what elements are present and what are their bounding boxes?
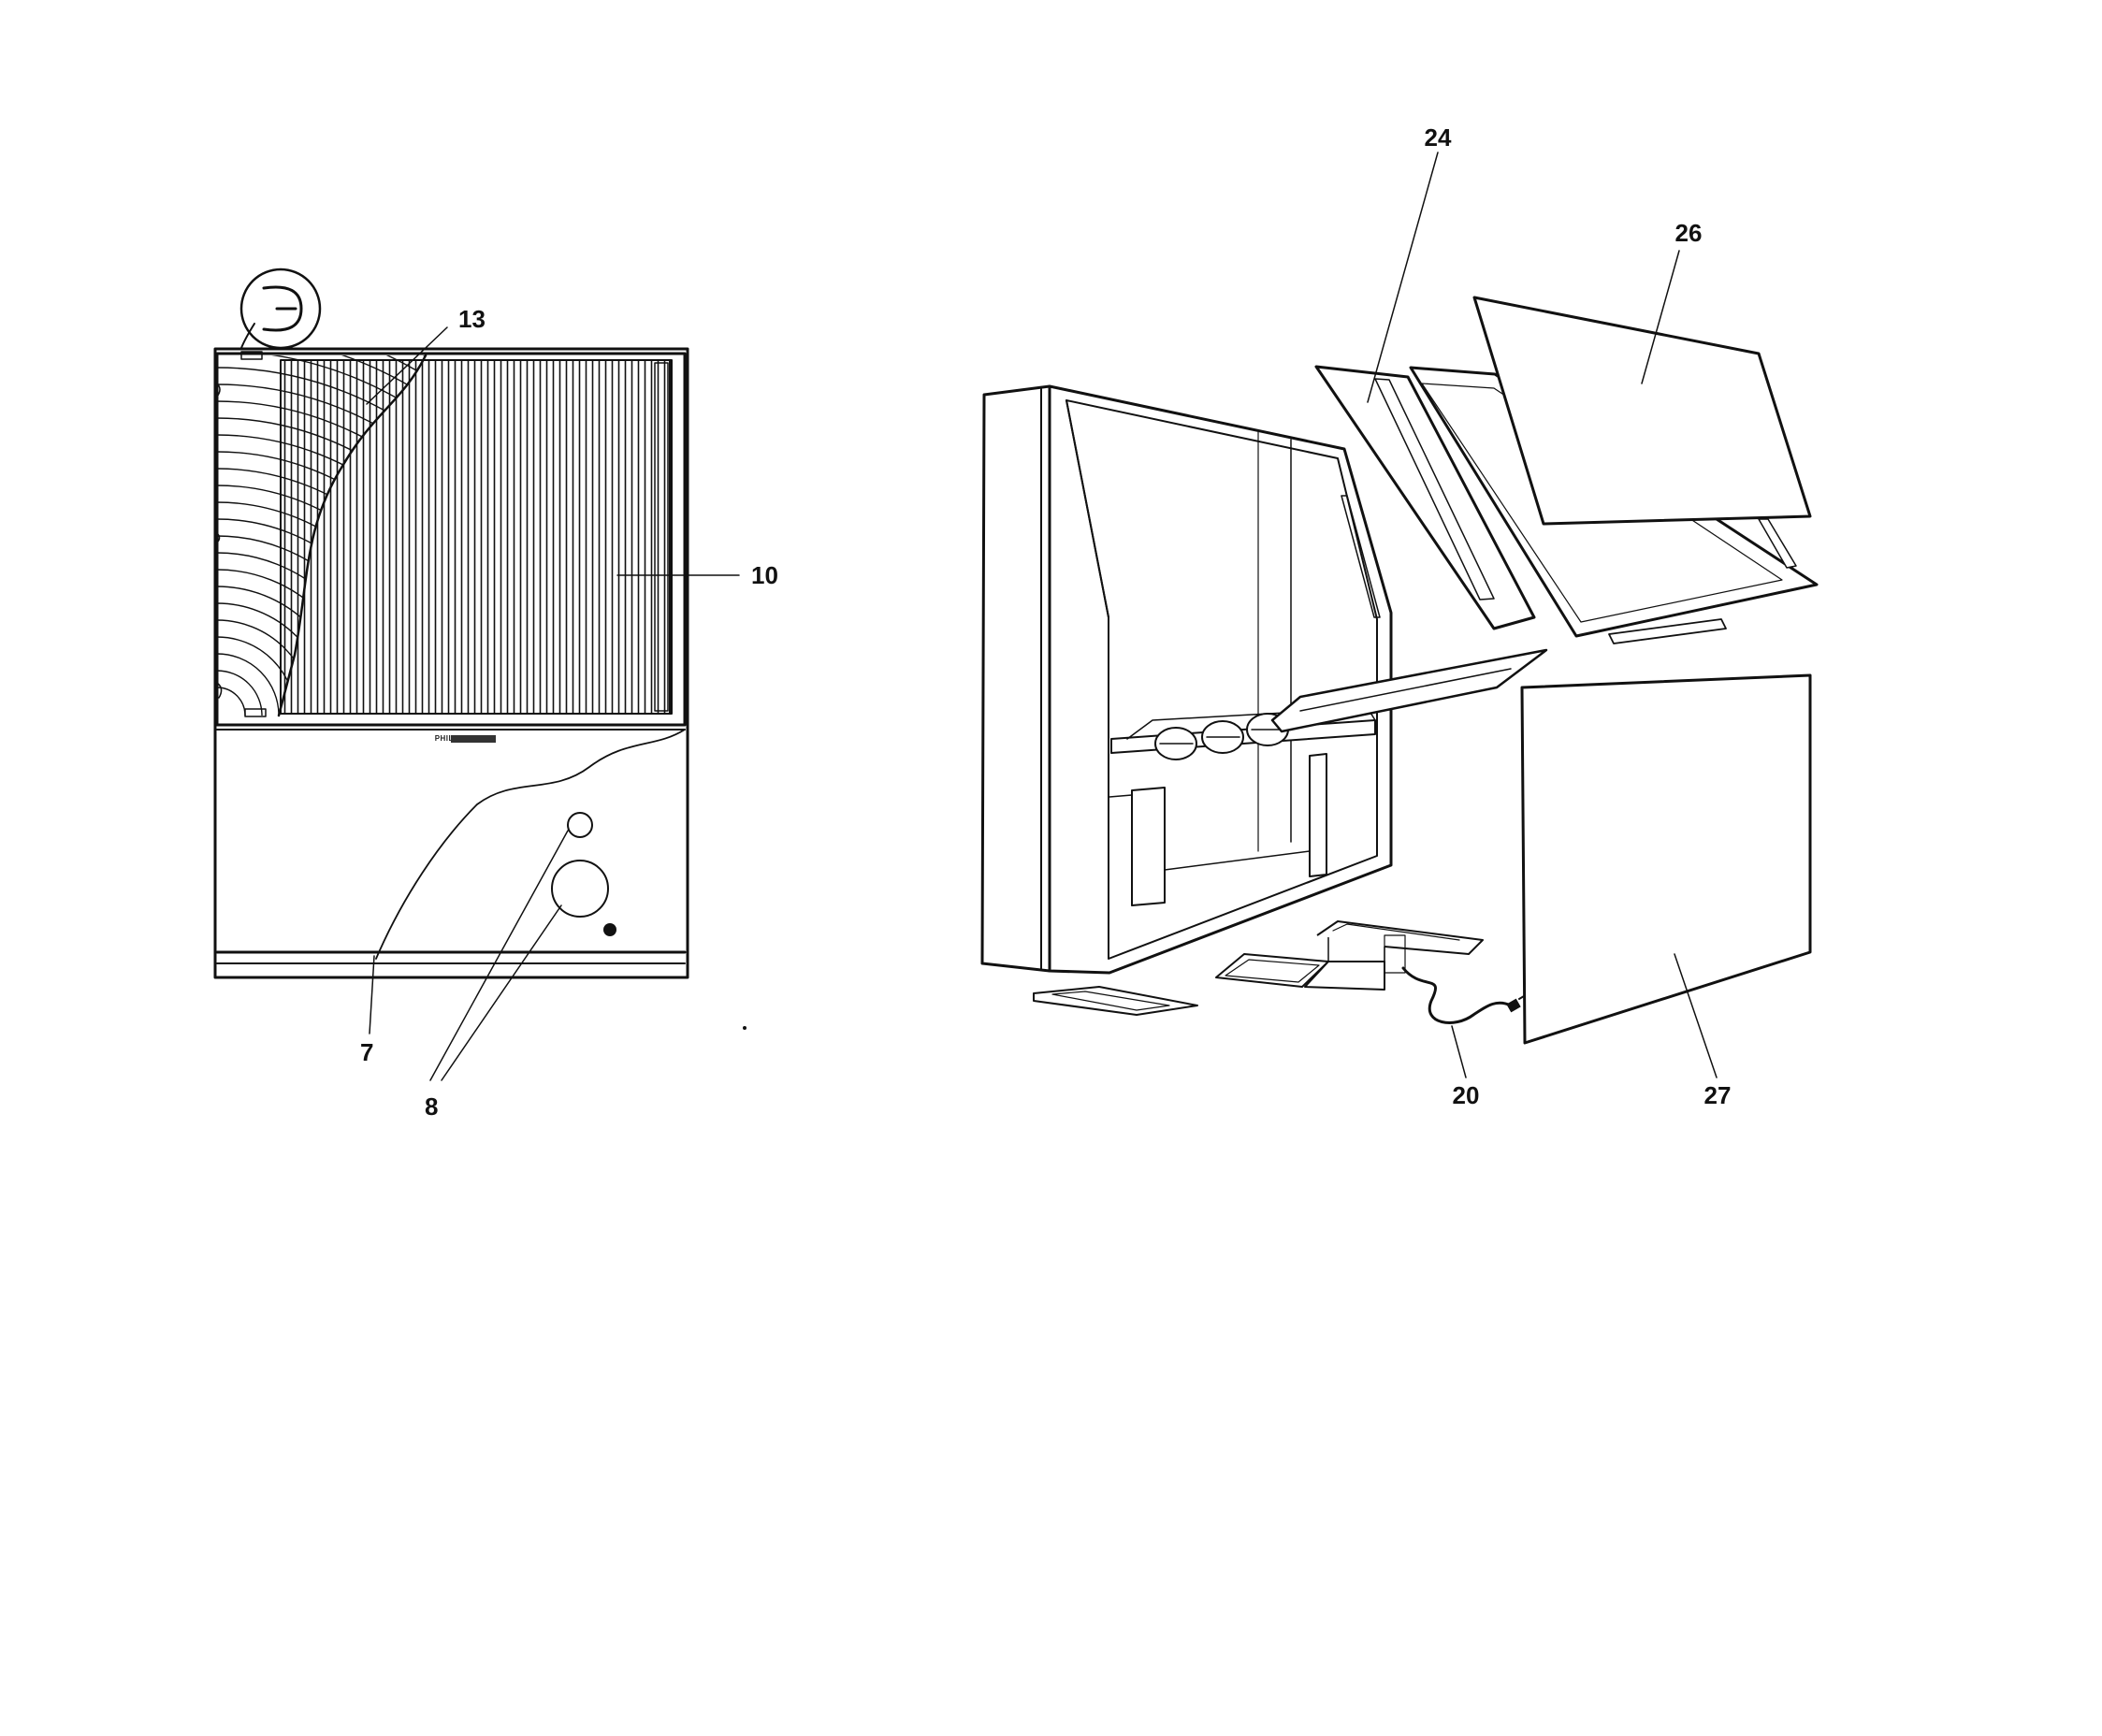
control-knob-large xyxy=(551,860,609,918)
mirror-tray xyxy=(1270,648,1548,733)
stray-mark xyxy=(743,1026,747,1030)
screen-assembly xyxy=(215,351,687,727)
power-cord xyxy=(1401,966,1513,1024)
base-plate-left xyxy=(1033,986,1198,1016)
callout-10: 10 xyxy=(751,561,778,589)
cabinet-outline xyxy=(213,347,689,979)
front-view-leaders xyxy=(366,326,740,1081)
fresnel-lens-cutaway xyxy=(217,354,428,717)
exploded-view: 24 26 20 27 xyxy=(980,123,1819,1109)
callout-24: 24 xyxy=(1425,123,1452,152)
callout-13: 13 xyxy=(458,305,486,333)
front-view-tv: PHILIPS 13 10 7 8 xyxy=(213,268,778,1121)
model-plate xyxy=(451,735,496,743)
brand-label: PHILIPS xyxy=(435,734,468,743)
cutaway-edge xyxy=(375,729,686,960)
callout-27: 27 xyxy=(1704,1081,1732,1109)
lower-cabinet-panel: PHILIPS xyxy=(215,729,687,964)
callout-20: 20 xyxy=(1453,1081,1480,1109)
mirror-panel-24 xyxy=(1314,365,1536,630)
cabinet-body xyxy=(980,384,1393,975)
callout-26: 26 xyxy=(1675,219,1703,247)
callout-8: 8 xyxy=(425,1092,438,1121)
indicator-dot xyxy=(603,923,616,936)
base-chassis xyxy=(1215,920,1484,991)
power-plug xyxy=(1506,998,1521,1013)
detail-reference-circle xyxy=(239,268,322,350)
callout-7: 7 xyxy=(360,1038,373,1066)
front-panel-27 xyxy=(1520,673,1812,1045)
rear-panel-26 xyxy=(1472,296,1812,526)
control-knob-small xyxy=(567,812,593,838)
exploded-view-leaders xyxy=(1367,152,1718,1078)
lenticular-screen xyxy=(281,360,672,714)
